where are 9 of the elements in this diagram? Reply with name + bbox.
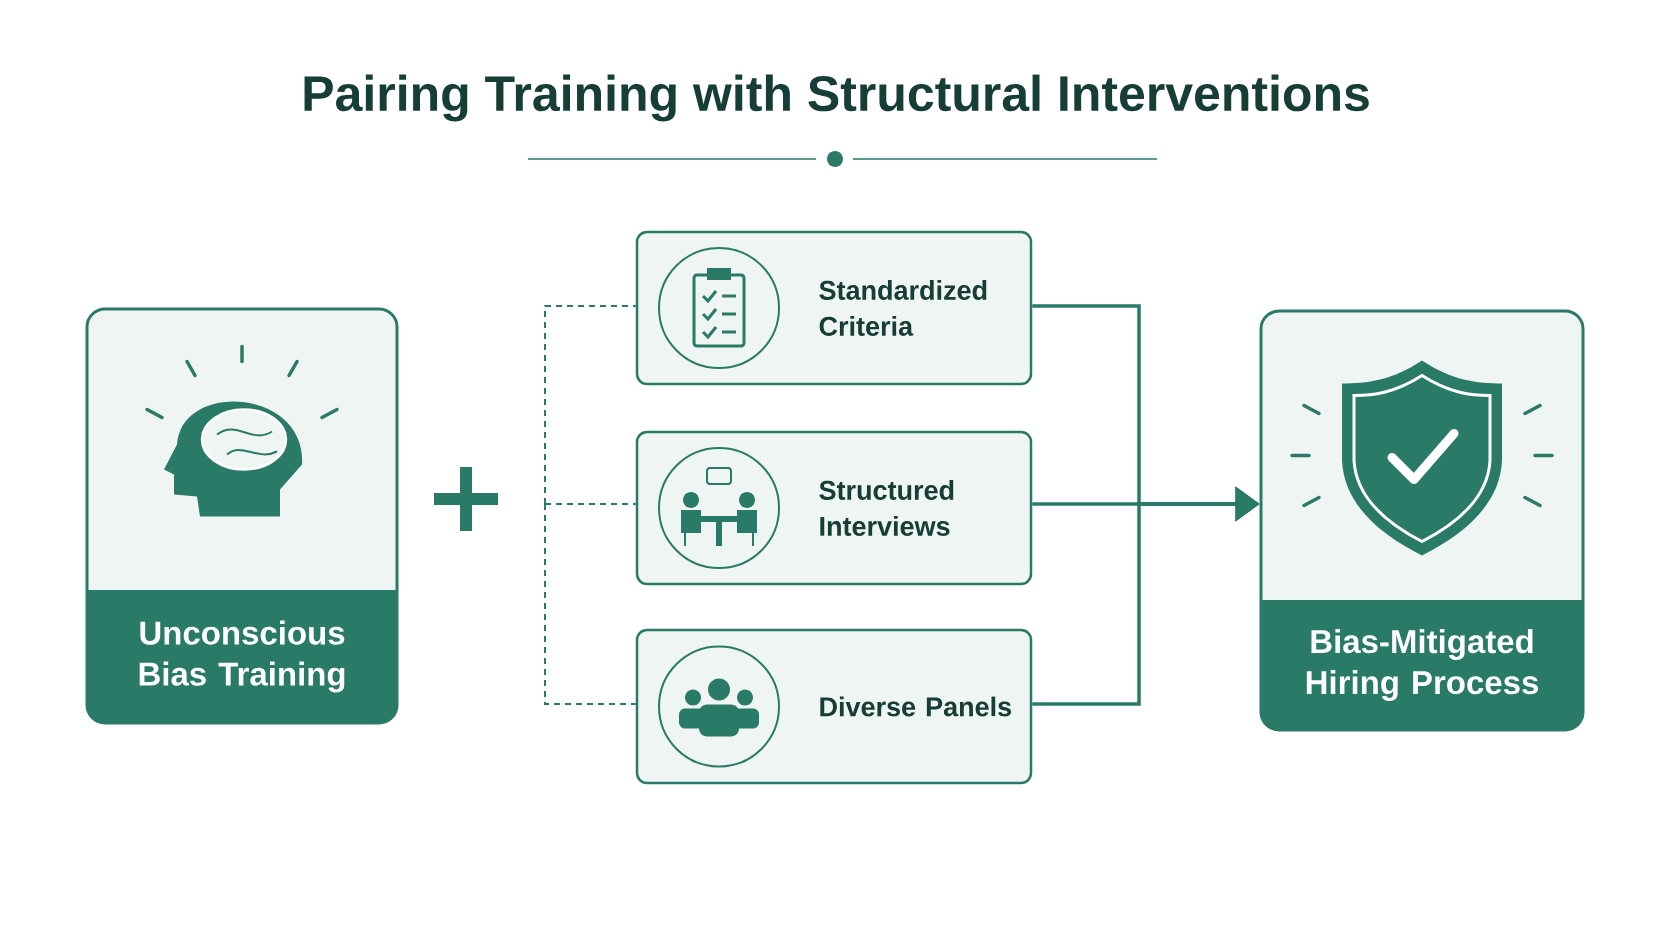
process-box: Diverse Panels xyxy=(635,628,1033,785)
connector xyxy=(544,503,637,505)
title: Pairing Training with Structural Interventions xyxy=(304,74,1369,122)
connector xyxy=(544,503,637,705)
process-box: Standardized Criteria xyxy=(635,230,1033,386)
result-card: Bias-Mitigated Hiring Process xyxy=(1259,309,1585,732)
card: Unconscious Bias Training xyxy=(85,307,399,725)
process-box: Structured Interviews xyxy=(635,430,1033,586)
connector xyxy=(544,305,637,505)
